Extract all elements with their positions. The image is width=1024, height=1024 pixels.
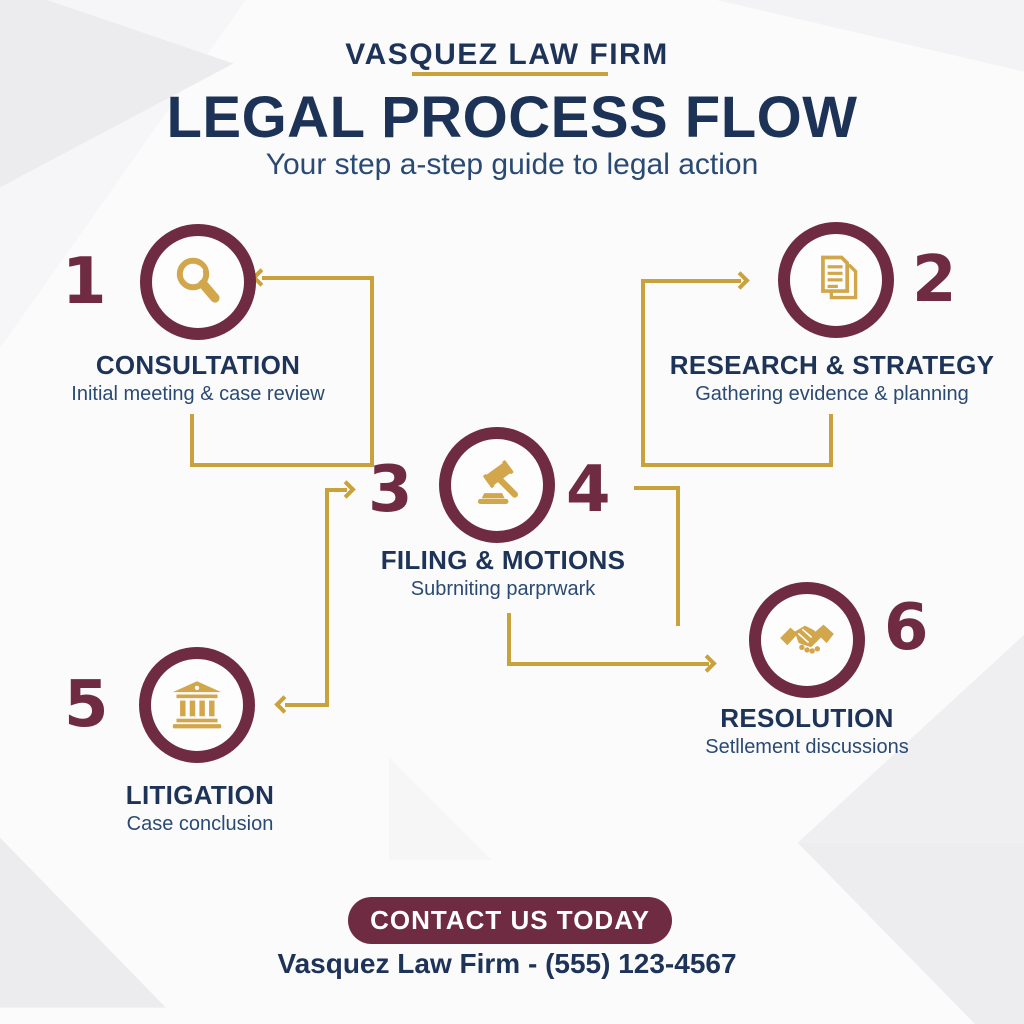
connector-into-step3 bbox=[325, 488, 347, 492]
arrowhead-into-step2 bbox=[731, 271, 750, 290]
connector-step1-drop bbox=[190, 414, 194, 467]
connector-step1-horizontal bbox=[262, 276, 374, 280]
connector-step4-vertical bbox=[676, 486, 680, 626]
step5-circle bbox=[139, 647, 255, 763]
arrowhead-into-step3 bbox=[337, 480, 356, 499]
step2-title: RESEARCH & STRATEGY bbox=[669, 350, 995, 380]
courthouse-icon bbox=[168, 674, 226, 737]
step3-description: Subrniting parprwark bbox=[410, 578, 596, 600]
step6-number: 6 bbox=[884, 591, 929, 665]
arrowhead-into-step5 bbox=[274, 695, 293, 714]
brand-underline bbox=[412, 72, 608, 76]
gavel-icon bbox=[469, 455, 525, 516]
step6-title: RESOLUTION bbox=[720, 703, 894, 733]
step3-number: 3 bbox=[368, 453, 413, 527]
connector-step2-bottom bbox=[641, 463, 832, 467]
connector-step6-drop bbox=[507, 613, 511, 666]
contact-info: Vasquez Law Firm - (555) 123-4567 bbox=[277, 948, 737, 979]
step1-number: 1 bbox=[62, 245, 107, 319]
step5-description: Case conclusion bbox=[126, 813, 274, 835]
step3-circle bbox=[439, 427, 555, 543]
connector-into-step6 bbox=[507, 662, 709, 666]
handshake-icon bbox=[776, 607, 838, 674]
contact-us-button[interactable]: CONTACT US TODAY bbox=[348, 897, 672, 944]
step6-circle bbox=[749, 582, 865, 698]
step1-title: CONSULTATION bbox=[95, 350, 301, 380]
magnifier-icon bbox=[170, 252, 226, 313]
connector-step2-drop bbox=[829, 414, 833, 467]
firm-name: VASQUEZ LAW FIRM bbox=[345, 38, 669, 71]
connector-step3-step5-vertical bbox=[325, 490, 329, 706]
step6-description: Setllement discussions bbox=[705, 736, 909, 758]
step5-number: 5 bbox=[64, 668, 109, 742]
step3-title: FILING & MOTIONS bbox=[380, 545, 626, 575]
arrowhead-into-step6 bbox=[698, 654, 717, 673]
connector-into-step5 bbox=[285, 703, 329, 707]
step1-circle bbox=[140, 224, 256, 340]
connector-step1-vertical bbox=[370, 276, 374, 467]
step2-description: Gathering evidence & planning bbox=[695, 383, 969, 405]
documents-icon bbox=[808, 250, 864, 311]
connector-step2-vertical bbox=[641, 279, 645, 467]
step2-number: 2 bbox=[912, 243, 957, 317]
connector-step4-horizontal bbox=[634, 486, 678, 490]
step4-number: 4 bbox=[566, 453, 611, 527]
step5-title: LITIGATION bbox=[125, 780, 275, 810]
page-title: LEGAL PROCESS FLOW bbox=[166, 85, 858, 150]
connector-step2-horizontal bbox=[643, 279, 741, 283]
page-subtitle: Your step a-step guide to legal action bbox=[265, 148, 759, 181]
connector-step1-bottom bbox=[190, 463, 374, 467]
step1-description: Initial meeting & case review bbox=[71, 383, 325, 405]
step2-circle bbox=[778, 222, 894, 338]
